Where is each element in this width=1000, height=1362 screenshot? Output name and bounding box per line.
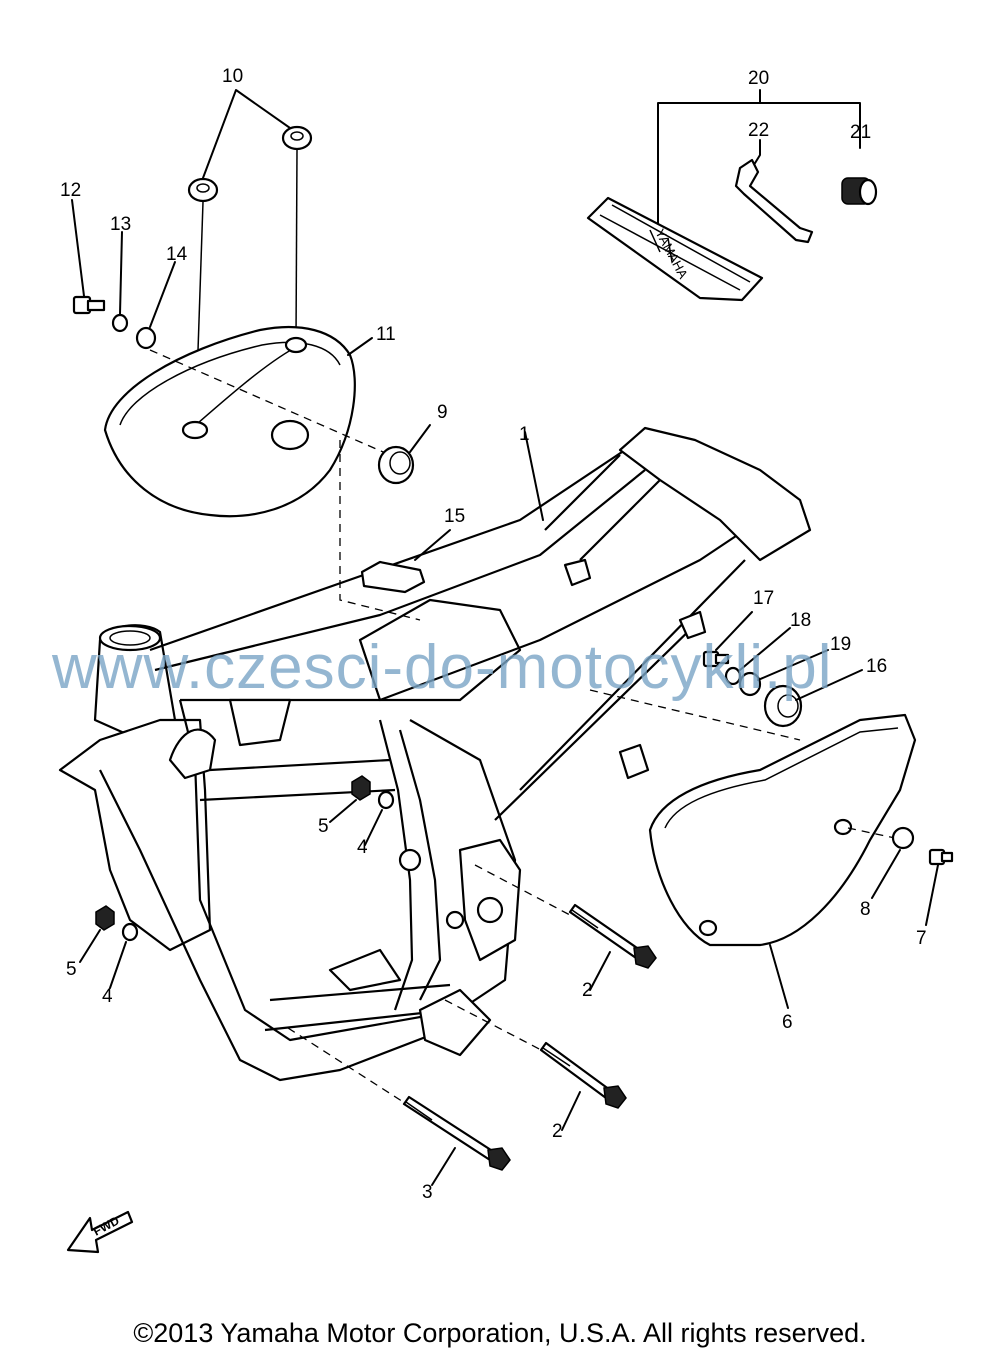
- callout-7: 7: [916, 928, 927, 949]
- callout-1: 1: [519, 424, 530, 445]
- leader-18: [739, 627, 791, 671]
- callout-11: 11: [376, 324, 396, 345]
- leader-7: [925, 864, 939, 926]
- fwd-arrow-icon: FWD: [66, 1210, 134, 1254]
- leader-2b: [561, 1091, 581, 1131]
- callout-3: 3: [422, 1182, 433, 1203]
- leader-17: [715, 611, 753, 651]
- screw-7: [928, 848, 954, 866]
- leader-12: [71, 199, 85, 297]
- seat-pad-15: [360, 560, 426, 594]
- washer-13: [111, 313, 129, 333]
- callout-4a: 4: [357, 837, 368, 858]
- callout-5a: 5: [318, 816, 329, 837]
- callout-2b: 2: [552, 1121, 563, 1142]
- bolt-2b: [539, 1041, 627, 1109]
- callout-18: 18: [790, 610, 811, 631]
- washer-18: [724, 666, 742, 686]
- callout-6: 6: [782, 1012, 793, 1033]
- bolt-12: [72, 295, 106, 315]
- washer-4b: [121, 922, 139, 942]
- callout-20: 20: [748, 68, 769, 89]
- leader-3: [431, 1147, 456, 1186]
- leader-4b: [109, 941, 127, 989]
- callout-4b: 4: [102, 986, 113, 1007]
- callout-17: 17: [753, 588, 774, 609]
- callout-2a: 2: [582, 980, 593, 1001]
- callout-10: 10: [222, 66, 243, 87]
- callout-14: 14: [166, 244, 188, 265]
- leader-6: [769, 944, 789, 1009]
- leader-14: [149, 261, 176, 328]
- leader-5b: [79, 929, 101, 963]
- damper-9: [377, 445, 415, 485]
- callout-13: 13: [110, 214, 131, 235]
- bolt-17: [702, 650, 730, 668]
- callout-12: 12: [60, 180, 81, 201]
- collar-19: [738, 671, 762, 697]
- bolt-2a: [568, 903, 657, 969]
- side-cover-6: [648, 713, 917, 947]
- leader-13: [119, 231, 123, 315]
- leader-8: [871, 849, 901, 899]
- copyright-notice: ©2013 Yamaha Motor Corporation, U.S.A. A…: [133, 1318, 867, 1348]
- callout-8: 8: [860, 899, 871, 920]
- guide-line-2a: [474, 864, 571, 916]
- damper-16: [763, 684, 803, 728]
- leader-15: [414, 529, 451, 561]
- plug-cap: [841, 177, 878, 206]
- wrench-tool: [734, 158, 814, 244]
- washer-4a: [377, 790, 395, 810]
- washer-14: [135, 326, 157, 350]
- bolt-3: [402, 1095, 511, 1171]
- rear-subframe-plate: [618, 426, 812, 562]
- guide-line-15: [339, 440, 421, 621]
- air-filter-case: [103, 325, 356, 518]
- leader-11: [347, 337, 373, 356]
- callout-15: 15: [444, 506, 465, 527]
- gusset-plate: [58, 718, 212, 952]
- callout-5b: 5: [66, 959, 77, 980]
- leader-16: [795, 669, 863, 701]
- washer-8: [891, 826, 915, 850]
- callout-19: 19: [830, 634, 851, 655]
- leader-2a: [589, 951, 611, 991]
- leader-4a: [364, 809, 383, 846]
- guide-line-filter: [149, 349, 391, 456]
- leader-10: [202, 89, 291, 179]
- tool-kit-group: YAMAHA: [586, 89, 878, 302]
- guide-line-16: [589, 689, 801, 741]
- down-tube-rear: [178, 699, 517, 1042]
- nut-5b: [95, 905, 115, 931]
- air-filter-group: [71, 89, 431, 518]
- watermark-text: www.czesci-do-motocykli.pl: [52, 633, 833, 702]
- leader-9: [409, 424, 431, 453]
- tool-bag: YAMAHA: [586, 196, 764, 302]
- callout-9: 9: [437, 402, 448, 423]
- center-bracket: [358, 598, 522, 702]
- callout-21: 21: [850, 122, 871, 143]
- grommet-10a: [187, 177, 219, 203]
- guide-line-3: [287, 1027, 409, 1106]
- guide-line-10b: [295, 149, 298, 341]
- callout-22: 22: [748, 120, 769, 141]
- leader-5a: [329, 799, 357, 823]
- leader-1: [524, 431, 544, 521]
- grommet-10b: [281, 125, 313, 151]
- motorcycle-frame: [58, 426, 812, 1082]
- leader-19: [757, 649, 829, 681]
- nut-5a: [351, 775, 371, 801]
- callout-16: 16: [866, 656, 887, 677]
- guide-line-2b: [444, 999, 546, 1053]
